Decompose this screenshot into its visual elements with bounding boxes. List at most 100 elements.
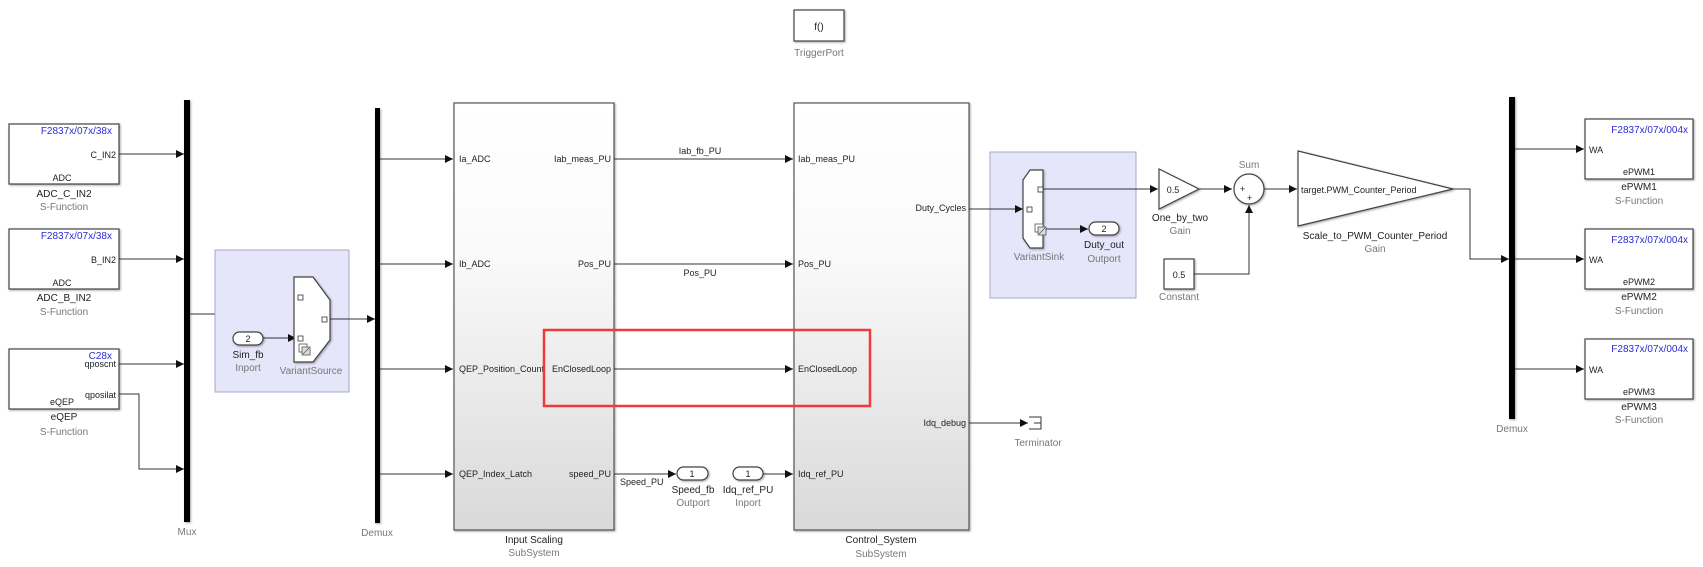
speed-fb-outport[interactable]: 1 Speed_fb Outport	[672, 466, 715, 509]
wire-eqep-qposilat[interactable]	[119, 393, 184, 473]
adc-c-target: F2837x/07x/38x	[41, 126, 112, 137]
input-scaling-in-3: QEP_Position_Count	[459, 364, 545, 374]
sim-fb-value: 2	[245, 334, 250, 344]
duty-out-outport[interactable]: 2 Duty_out Outport	[1084, 221, 1124, 265]
sum-sign-1: +	[1240, 184, 1245, 194]
sim-fb-inport[interactable]: 2 Sim_fb Inport	[232, 331, 264, 374]
variant-icon	[298, 343, 311, 356]
epwm2-name: ePWM2	[1621, 292, 1657, 303]
variant-icon	[1034, 223, 1047, 236]
trigger-port-label: TriggerPort	[794, 48, 844, 59]
control-in-3: EnClosedLoop	[798, 364, 857, 374]
input-scaling-in-4: QEP_Index_Latch	[459, 469, 532, 479]
signal-iab-fb: Iab_fb_PU	[679, 146, 722, 156]
epwm3-name: ePWM3	[1621, 402, 1657, 413]
demux-2-block[interactable]: Demux	[1496, 97, 1528, 435]
scale-gain-type: Gain	[1364, 244, 1385, 255]
adc-b-target: F2837x/07x/38x	[41, 231, 112, 242]
epwm3-block[interactable]: F2837x/07x/004x WA ePWM3 ePWM3 S-Functio…	[1584, 338, 1694, 426]
mux-label: Mux	[178, 527, 197, 538]
speed-fb-name: Speed_fb	[672, 485, 715, 496]
epwm2-target: F2837x/07x/004x	[1611, 235, 1688, 246]
speed-fb-type: Outport	[676, 498, 710, 509]
eqep-block[interactable]: C28x qposcnt qposilat eQEP eQEP S-Functi…	[8, 348, 120, 438]
epwm3-target: F2837x/07x/004x	[1611, 344, 1688, 355]
demux-1-block[interactable]: Demux	[361, 108, 393, 539]
control-system-subsystem[interactable]: Iab_meas_PU Pos_PU EnClosedLoop Idq_ref_…	[793, 102, 970, 560]
control-out-2: Idq_debug	[923, 418, 966, 428]
epwm2-block[interactable]: F2837x/07x/004x WA ePWM2 ePWM2 S-Functio…	[1584, 228, 1694, 317]
sum-block[interactable]: + + Sum	[1233, 160, 1265, 205]
speed-fb-value: 1	[689, 469, 694, 479]
input-scaling-out-4: speed_PU	[569, 469, 611, 479]
one-by-two-gain[interactable]: 0.5 One_by_two Gain	[1152, 168, 1209, 237]
mux-block[interactable]: Mux	[178, 100, 197, 538]
eqep-port-1: qposcnt	[84, 359, 116, 369]
duty-out-type: Outport	[1087, 254, 1121, 265]
scale-gain-name: Scale_to_PWM_Counter_Period	[1303, 231, 1448, 242]
epwm1-type: S-Function	[1615, 196, 1663, 207]
wire-constant-to-sum[interactable]	[1194, 205, 1253, 275]
eqep-inner: eQEP	[50, 397, 74, 407]
adc-c-block[interactable]: F2837x/07x/38x C_IN2 ADC ADC_C_IN2 S-Fun…	[8, 123, 120, 213]
control-in-4: Idq_ref_PU	[798, 469, 844, 479]
idq-ref-name: Idq_ref_PU	[723, 485, 774, 496]
epwm1-target: F2837x/07x/004x	[1611, 125, 1688, 136]
input-scaling-out-1: Iab_meas_PU	[554, 154, 611, 164]
wire-scale-to-demux[interactable]	[1453, 188, 1509, 263]
adc-c-inner: ADC	[52, 173, 72, 183]
variant-sink-block[interactable]: VariantSink	[1014, 169, 1065, 263]
variant-source-block[interactable]: VariantSource	[280, 276, 343, 377]
adc-c-type: S-Function	[40, 202, 88, 213]
constant-value: 0.5	[1173, 270, 1186, 280]
duty-out-value: 2	[1101, 224, 1106, 234]
eqep-port-2: qposilat	[85, 390, 117, 400]
epwm1-name: ePWM1	[1621, 182, 1657, 193]
signal-pos: Pos_PU	[683, 268, 716, 278]
adc-b-block[interactable]: F2837x/07x/38x B_IN2 ADC ADC_B_IN2 S-Fun…	[8, 228, 120, 318]
input-scaling-in-1: Ia_ADC	[459, 154, 491, 164]
epwm2-type: S-Function	[1615, 306, 1663, 317]
demux-1-label: Demux	[361, 528, 393, 539]
input-scaling-type: SubSystem	[508, 548, 559, 559]
epwm2-inner: ePWM2	[1623, 277, 1655, 287]
constant-label: Constant	[1159, 292, 1199, 303]
terminator-block[interactable]: Terminator	[1014, 416, 1062, 449]
demux-2-label: Demux	[1496, 424, 1528, 435]
scale-to-pwm-gain[interactable]: target.PWM_Counter_Period Scale_to_PWM_C…	[1297, 150, 1454, 255]
epwm3-inner: ePWM3	[1623, 387, 1655, 397]
constant-block[interactable]: 0.5 Constant	[1159, 258, 1199, 303]
epwm1-port: WA	[1589, 145, 1603, 155]
epwm2-port: WA	[1589, 255, 1603, 265]
sum-label: Sum	[1239, 160, 1260, 171]
scale-gain-value: target.PWM_Counter_Period	[1301, 185, 1417, 195]
control-in-1: Iab_meas_PU	[798, 154, 855, 164]
epwm1-block[interactable]: F2837x/07x/004x WA ePWM1 ePWM1 S-Functio…	[1584, 118, 1694, 207]
sim-fb-type: Inport	[235, 363, 261, 374]
signal-speed: Speed_PU	[620, 477, 664, 487]
terminator-label: Terminator	[1014, 438, 1062, 449]
adc-c-name: ADC_C_IN2	[36, 189, 91, 200]
control-out-1: Duty_Cycles	[915, 203, 966, 213]
adc-b-name: ADC_B_IN2	[37, 293, 92, 304]
trigger-port-block[interactable]: f() TriggerPort	[793, 9, 845, 59]
input-scaling-subsystem[interactable]: Ia_ADC Ib_ADC QEP_Position_Count QEP_Ind…	[453, 102, 615, 559]
eqep-type: S-Function	[40, 427, 88, 438]
idq-ref-value: 1	[745, 469, 750, 479]
control-system-name: Control_System	[845, 535, 916, 546]
variant-source-label: VariantSource	[280, 366, 343, 377]
control-system-type: SubSystem	[855, 549, 906, 560]
idq-ref-inport[interactable]: 1 Idq_ref_PU Inport	[723, 466, 774, 509]
variant-sink-label: VariantSink	[1014, 252, 1065, 263]
input-scaling-name: Input Scaling	[505, 535, 563, 546]
idq-ref-type: Inport	[735, 498, 761, 509]
input-scaling-in-2: Ib_ADC	[459, 259, 491, 269]
sum-sign-2: +	[1247, 193, 1252, 203]
adc-c-port: C_IN2	[90, 150, 116, 160]
adc-b-inner: ADC	[52, 278, 72, 288]
adc-b-port: B_IN2	[91, 255, 116, 265]
epwm3-port: WA	[1589, 365, 1603, 375]
input-scaling-out-3: EnClosedLoop	[552, 364, 611, 374]
sim-fb-name: Sim_fb	[232, 350, 264, 361]
